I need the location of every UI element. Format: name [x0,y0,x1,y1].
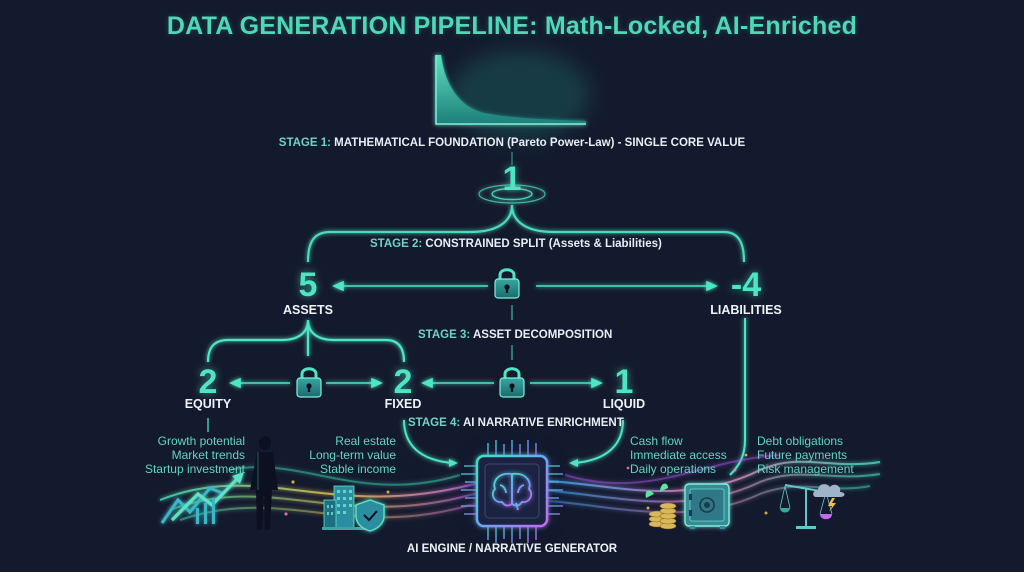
description-line: Stable income [319,462,396,476]
lock-icon [494,268,520,299]
description-line: Real estate [335,434,396,448]
lock-icon [499,367,525,398]
description-line: Growth potential [157,434,245,448]
assets-label: ASSETS [282,303,333,317]
safe-icon [684,483,730,529]
fixed-description: Real estate Long-term value Stable incom… [290,434,396,476]
stage-text: ASSET DECOMPOSITION [472,329,613,341]
liabilities-value: -4 [730,266,762,304]
stage-text: CONSTRAINED SPLIT (Assets & Liabilities) [425,238,662,250]
stage-text: MATHEMATICAL FOUNDATION (Pareto Power-La… [334,137,746,149]
stage-2-caption: STAGE 2: CONSTRAINED SPLIT (Assets & Lia… [370,238,662,250]
description-line: Cash flow [630,434,683,448]
description-line: Future payments [757,448,848,462]
liabilities-label: LIABILITIES [710,303,782,317]
equity-label: EQUITY [184,397,232,411]
shield-check-icon [355,499,385,532]
description-line: Daily operations [630,462,717,476]
growth-chart-icon [160,472,244,524]
storm-cloud-icon [813,484,845,512]
fixed-value: 2 [393,363,413,401]
description-line: Market trends [171,448,245,462]
page-title: DATA GENERATION PIPELINE: Math-Locked, A… [166,12,858,40]
stage-label: STAGE 3: [418,329,471,341]
liquid-description: Cash flow Immediate access Daily operati… [630,434,740,476]
assets-value: 5 [298,266,318,304]
building-icon [322,485,366,530]
coins-icon [645,483,677,530]
stage-label: STAGE 4: [408,417,461,429]
stage-label: STAGE 2: [370,238,423,250]
liabilities-description: Debt obligations Future payments Risk ma… [757,434,877,476]
description-line: Startup investment [144,462,245,476]
ai-engine-label: AI ENGINE / NARRATIVE GENERATOR [406,543,618,555]
stage-4-caption: STAGE 4: AI NARRATIVE ENRICHMENT [408,417,624,429]
lock-icon [296,367,322,398]
businessman-icon [250,436,278,530]
description-line: Immediate access [630,448,727,462]
description-line: Debt obligations [757,434,844,448]
description-line: Long-term value [309,448,396,462]
equity-value: 2 [198,363,218,401]
fixed-label: FIXED [384,397,422,411]
ai-brain-chip-icon [461,440,563,543]
stage-text: AI NARRATIVE ENRICHMENT [462,417,624,429]
liquid-label: LIQUID [602,397,646,411]
description-line: Risk management [757,462,854,476]
core-value: 1 [502,160,522,198]
pareto-curve-icon [435,55,586,125]
stage-3-caption: STAGE 3: ASSET DECOMPOSITION [418,329,612,341]
core-ripple-icon [478,184,546,204]
liquid-value: 1 [614,363,634,401]
stage-1-caption: STAGE 1: MATHEMATICAL FOUNDATION (Pareto… [0,137,1024,149]
stage-label: STAGE 1: [278,137,331,149]
equity-description: Growth potential Market trends Startup i… [120,434,245,476]
